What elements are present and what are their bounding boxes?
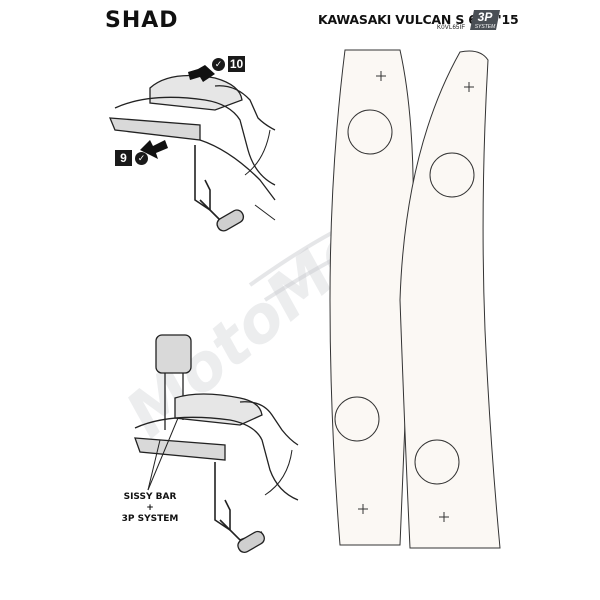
model-title: KAWASAKI VULCAN S 650 '15	[318, 12, 519, 27]
caption-pointer-lines	[147, 417, 179, 491]
badge-3p-text: 3P	[477, 10, 493, 24]
badge-system-text: SYSTEM	[474, 24, 496, 30]
caption-line-3: 3P SYSTEM	[121, 514, 179, 524]
step-number-9: 9	[115, 150, 132, 166]
caption-line-2: +	[146, 503, 154, 513]
caption-line-1: SISSY BAR	[123, 492, 177, 502]
part-code: K0VL65IF	[437, 25, 466, 31]
step-number-10: 10	[228, 56, 245, 72]
sissy-bar-caption: SISSY BAR + 3P SYSTEM	[110, 492, 190, 525]
3p-system-badge: 3P SYSTEM	[470, 10, 500, 30]
check-icon: ✓	[135, 152, 148, 165]
arrow-step-10	[188, 65, 215, 82]
check-icon: ✓	[212, 58, 225, 71]
arrow-step-9	[140, 140, 168, 159]
template-right	[399, 50, 501, 549]
bike-detail-bottom	[134, 334, 299, 554]
brand-logo: SHAD	[105, 8, 179, 33]
bike-detail-top	[108, 74, 276, 232]
badge-shape	[470, 10, 500, 30]
